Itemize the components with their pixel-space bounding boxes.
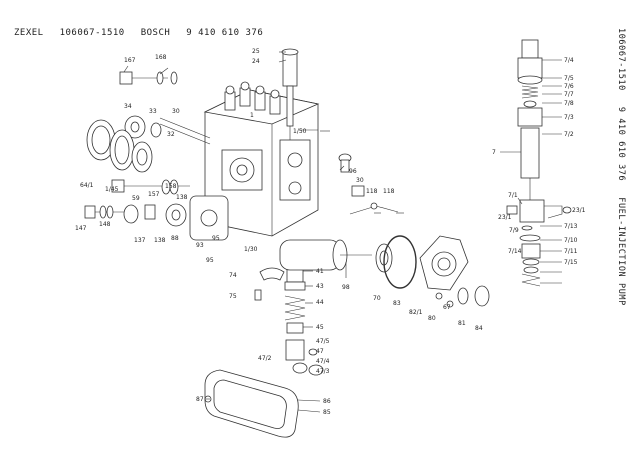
callout-118a: 118 xyxy=(366,188,378,195)
zexel-number: 106067-1510 xyxy=(59,28,125,38)
callout-59: 59 xyxy=(132,195,140,202)
callout-45: 45 xyxy=(316,324,324,331)
callout-1-30: 1/30 xyxy=(244,246,258,253)
callout-7-14: 7/14 xyxy=(508,248,522,255)
callout-7-1: 7/1 xyxy=(508,192,518,199)
callout-147: 147 xyxy=(75,225,87,232)
brand-label: ZEXEL xyxy=(14,28,44,38)
callout-7: 7 xyxy=(492,149,496,156)
callout-80: 80 xyxy=(428,315,436,322)
callout-75: 75 xyxy=(229,293,237,300)
callout-47-4: 47/4 xyxy=(316,358,330,365)
callout-98: 98 xyxy=(342,284,350,291)
callout-157: 157 xyxy=(148,191,160,198)
callout-47-5: 47/5 xyxy=(316,338,330,345)
callout-7-8: 7/8 xyxy=(564,100,574,107)
callout-82-1: 82/1 xyxy=(409,309,423,316)
callout-138: 138 xyxy=(176,194,188,201)
callout-7-10: 7/10 xyxy=(564,237,578,244)
callout-81: 81 xyxy=(458,320,466,327)
callout-7-13: 7/13 xyxy=(564,223,578,230)
callout-138b: 138 xyxy=(154,237,166,244)
callout-7-2: 7/2 xyxy=(564,131,574,138)
callout-167: 167 xyxy=(124,57,136,64)
callout-33: 33 xyxy=(149,108,157,115)
callout-30: 30 xyxy=(172,108,180,115)
callout-1: 1 xyxy=(250,112,254,119)
callout-67: 67 xyxy=(443,304,451,311)
callout-43: 43 xyxy=(316,283,324,290)
leader-lines xyxy=(123,51,562,413)
callout-95b: 95 xyxy=(206,257,214,264)
callout-7-4: 7/4 xyxy=(564,57,574,64)
callout-118b: 118 xyxy=(383,188,395,195)
callout-74: 74 xyxy=(229,272,237,279)
callout-labels: 168 167 25 24 34 33 30 32 64/1 1/45 59 1… xyxy=(75,48,586,416)
callout-85: 85 xyxy=(323,409,331,416)
callout-7-3: 7/3 xyxy=(564,114,574,121)
callout-95: 95 xyxy=(212,235,220,242)
callout-1-50: 1/50 xyxy=(293,128,307,135)
plunger-stack xyxy=(254,261,324,376)
maker-label: BOSCH xyxy=(140,28,171,38)
callout-87: 87 xyxy=(196,396,204,403)
callout-7-6: 7/6 xyxy=(564,83,574,90)
delivery-valve-assembly xyxy=(281,48,299,140)
callout-93: 93 xyxy=(196,242,204,249)
callout-30b: 30 xyxy=(356,177,364,184)
callout-47: 47 xyxy=(316,348,324,355)
callout-25: 25 xyxy=(252,48,260,55)
callout-47-3: 47/3 xyxy=(316,368,330,375)
callout-88: 88 xyxy=(171,235,179,242)
callout-7-15: 7/15 xyxy=(564,259,578,266)
callout-7-11: 7/11 xyxy=(564,248,578,255)
callout-84: 84 xyxy=(475,325,483,332)
callout-148: 148 xyxy=(99,221,111,228)
callout-168: 168 xyxy=(155,54,167,61)
callout-7-5: 7/5 xyxy=(564,75,574,82)
left-side-parts xyxy=(84,71,190,227)
callout-137: 137 xyxy=(134,237,146,244)
callout-7-9: 7/9 xyxy=(509,227,519,234)
bosch-number: 9 410 610 376 xyxy=(186,28,264,38)
callout-23-1a: 23/1 xyxy=(572,207,586,214)
callout-47-2: 47/2 xyxy=(258,355,272,362)
callout-158: 158 xyxy=(165,183,177,190)
callout-96: 96 xyxy=(349,168,357,175)
callout-83: 83 xyxy=(393,300,401,307)
bottom-gasket xyxy=(204,369,299,438)
callout-1-45: 1/45 xyxy=(105,186,119,193)
callout-7-7: 7/7 xyxy=(564,91,574,98)
header-left: ZEXEL 106067-1510 BOSCH 9 410 610 376 xyxy=(14,28,263,38)
governor-parts xyxy=(279,153,490,308)
callout-24: 24 xyxy=(252,58,260,65)
callout-44: 44 xyxy=(316,299,324,306)
callout-23-1b: 23/1 xyxy=(498,214,512,221)
callout-86: 86 xyxy=(323,398,331,405)
callout-32: 32 xyxy=(167,131,175,138)
injector-assembly xyxy=(506,39,572,287)
callout-41: 41 xyxy=(316,268,324,275)
callout-70: 70 xyxy=(373,295,381,302)
callout-64-1: 64/1 xyxy=(80,182,94,189)
callout-34: 34 xyxy=(124,103,132,110)
